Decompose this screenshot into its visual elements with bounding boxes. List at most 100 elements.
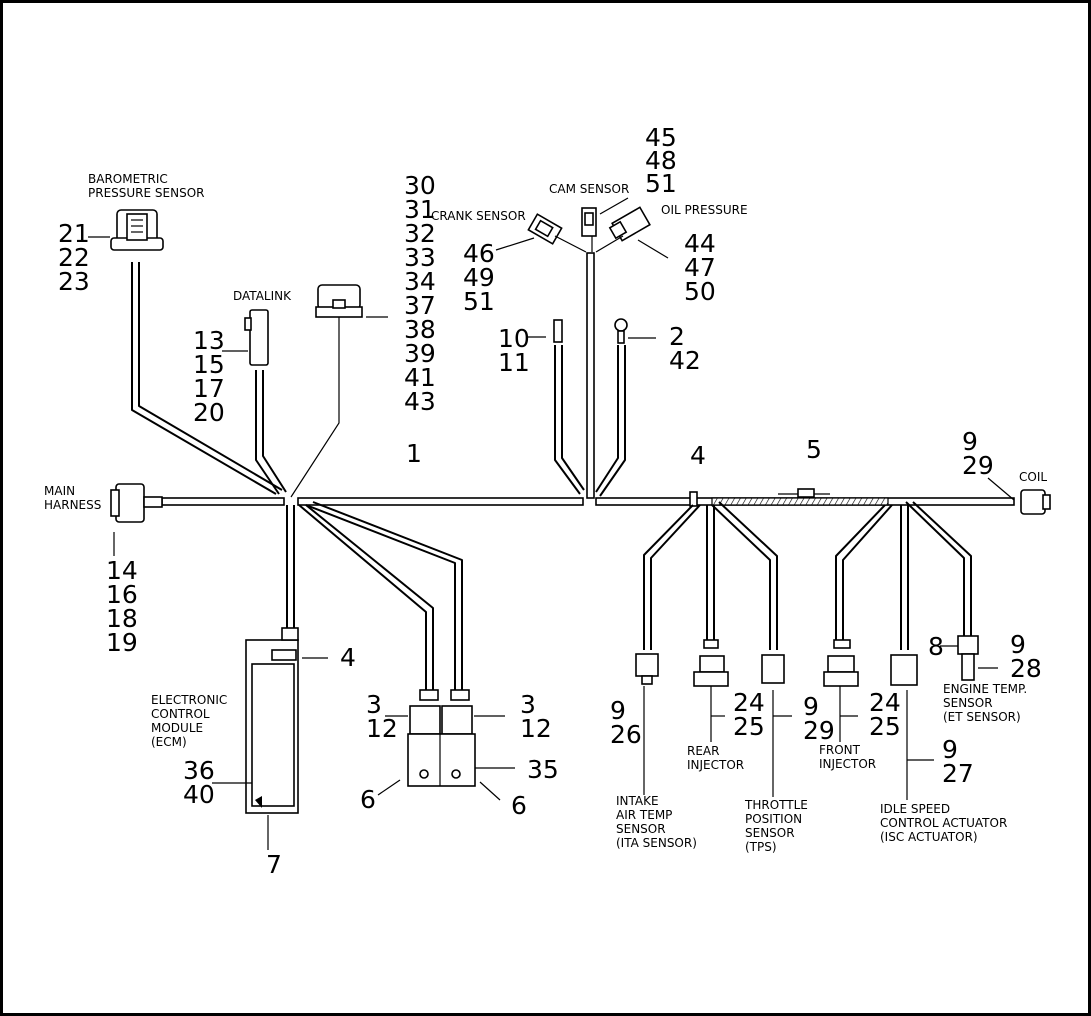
callout-connector-9: 41 bbox=[404, 363, 436, 392]
callout-coil-2: 29 bbox=[962, 451, 994, 480]
callout-rear-inj-2: 25 bbox=[733, 712, 765, 741]
callout-relay-base-left-1: 6 bbox=[360, 785, 376, 814]
callout-baro-3: 23 bbox=[58, 267, 90, 296]
callout-ecm-conn-1: 4 bbox=[340, 643, 356, 672]
label-datalink-line-1: DATALINK bbox=[233, 289, 292, 303]
label-baro-line-2: PRESSURE SENSOR bbox=[88, 186, 204, 200]
callout-relay-right-top-2: 12 bbox=[520, 714, 552, 743]
label-ecm-line-3: MODULE bbox=[151, 721, 203, 735]
callout-datalink-2: 15 bbox=[193, 350, 225, 379]
crank-sensor bbox=[495, 213, 563, 251]
label-et-line-3: (ET SENSOR) bbox=[943, 710, 1021, 724]
callout-cam-2: 48 bbox=[645, 146, 677, 175]
tps-connector bbox=[761, 654, 792, 797]
label-ecm-line-1: ELECTRONIC bbox=[151, 693, 227, 707]
callout-relay-right-top-1: 3 bbox=[520, 690, 536, 719]
callout-ecm-bracket-1: 7 bbox=[266, 850, 282, 879]
cam-sensor bbox=[581, 197, 629, 237]
callout-datalink-4: 20 bbox=[193, 398, 225, 427]
callout-connector-7: 38 bbox=[404, 315, 436, 344]
callout-term10-1: 10 bbox=[498, 324, 530, 353]
rear-injector bbox=[693, 639, 729, 742]
callout-crank-3: 51 bbox=[463, 287, 495, 316]
callout-main-harness-1: 14 bbox=[106, 556, 138, 585]
callout-ita-2: 26 bbox=[610, 720, 642, 749]
callout-connector-2: 31 bbox=[404, 195, 436, 224]
label-tps-line-2: POSITION bbox=[745, 812, 802, 826]
callout-main-harness-4: 19 bbox=[106, 628, 138, 657]
sensor-branch bbox=[586, 252, 595, 499]
label-isc-line-2: CONTROL ACTUATOR bbox=[880, 816, 1007, 830]
callout-connector-1: 30 bbox=[404, 171, 436, 200]
callout-et-right-1: 9 bbox=[1010, 630, 1026, 659]
callout-connector-3: 32 bbox=[404, 219, 436, 248]
label-cam-line-1: CAM SENSOR bbox=[549, 182, 629, 196]
oil-pressure-sensor bbox=[608, 206, 669, 259]
callout-relay-mid-1: 35 bbox=[527, 755, 559, 784]
callout-isc-2: 27 bbox=[942, 759, 974, 788]
isc-actuator-connector bbox=[890, 654, 934, 800]
callout-relay-left-top-2: 12 bbox=[366, 714, 398, 743]
callout-main-harness-3: 18 bbox=[106, 604, 138, 633]
callout-baro-1: 21 bbox=[58, 219, 90, 248]
callouts-layer: 2122231315172030313233343738394143464951… bbox=[58, 123, 1042, 879]
label-tps-line-4: (TPS) bbox=[745, 840, 777, 854]
label-crank-line-1: CRANK SENSOR bbox=[431, 209, 526, 223]
callout-rear-inj-1: 24 bbox=[733, 688, 765, 717]
clip-right bbox=[689, 491, 698, 507]
callout-coil-1: 9 bbox=[962, 427, 978, 456]
ring-terminal bbox=[614, 318, 656, 344]
label-baro-line-1: BAROMETRIC bbox=[88, 172, 168, 186]
callout-isc-1: 9 bbox=[942, 735, 958, 764]
label-ita-line-2: AIR TEMP bbox=[616, 808, 672, 822]
callout-ring-2: 42 bbox=[669, 346, 701, 375]
label-rear-inj-line-1: REAR bbox=[687, 744, 719, 758]
callout-wrap-1: 5 bbox=[806, 435, 822, 464]
label-et-line-1: ENGINE TEMP. bbox=[943, 682, 1027, 696]
callout-relay-left-top-1: 3 bbox=[366, 690, 382, 719]
callout-et-right-2: 28 bbox=[1010, 654, 1042, 683]
callout-ecm-body-1: 36 bbox=[183, 756, 215, 785]
callout-datalink-3: 17 bbox=[193, 374, 225, 403]
callout-oil-2: 47 bbox=[684, 253, 716, 282]
label-ita-line-4: (ITA SENSOR) bbox=[616, 836, 697, 850]
callout-ring-1: 2 bbox=[669, 322, 685, 351]
label-rear-inj-line-2: INJECTOR bbox=[687, 758, 744, 772]
label-tps-line-3: SENSOR bbox=[745, 826, 795, 840]
callout-ita-1: 9 bbox=[610, 696, 626, 725]
callout-connector-5: 34 bbox=[404, 267, 436, 296]
label-isc-line-1: IDLE SPEED bbox=[880, 802, 950, 816]
callout-relay-base-right-1: 6 bbox=[511, 791, 527, 820]
barometric-pressure-sensor bbox=[88, 209, 164, 251]
label-ecm-line-2: CONTROL bbox=[151, 707, 210, 721]
ecm bbox=[212, 627, 328, 850]
callout-front-inj-1: 24 bbox=[869, 688, 901, 717]
callout-connector-4: 33 bbox=[404, 243, 436, 272]
label-ita-line-1: INTAKE bbox=[616, 794, 659, 808]
label-main-line-1: MAIN bbox=[44, 484, 75, 498]
callout-cam-3: 51 bbox=[645, 169, 677, 198]
wire-wrap bbox=[711, 497, 889, 506]
callout-connector-6: 37 bbox=[404, 291, 436, 320]
ita-sensor bbox=[635, 653, 659, 795]
callout-tps-1: 9 bbox=[803, 692, 819, 721]
label-front-inj-line-2: INJECTOR bbox=[819, 757, 876, 771]
callout-front-inj-2: 25 bbox=[869, 712, 901, 741]
callout-connector-8: 39 bbox=[404, 339, 436, 368]
et-sensor bbox=[940, 635, 998, 681]
callout-oil-1: 44 bbox=[684, 229, 716, 258]
terminal-10 bbox=[528, 319, 563, 343]
label-ita-line-3: SENSOR bbox=[616, 822, 666, 836]
main-trunk bbox=[161, 488, 1015, 507]
label-isc-line-3: (ISC ACTUATOR) bbox=[880, 830, 978, 844]
callout-ecm-body-2: 40 bbox=[183, 780, 215, 809]
coil-connector bbox=[987, 477, 1051, 515]
callout-clip-right-1: 4 bbox=[690, 441, 706, 470]
main-harness-connector bbox=[110, 483, 163, 556]
callout-main-trunk-1: 1 bbox=[406, 439, 422, 468]
callout-main-harness-2: 16 bbox=[106, 580, 138, 609]
label-et-line-2: SENSOR bbox=[943, 696, 993, 710]
